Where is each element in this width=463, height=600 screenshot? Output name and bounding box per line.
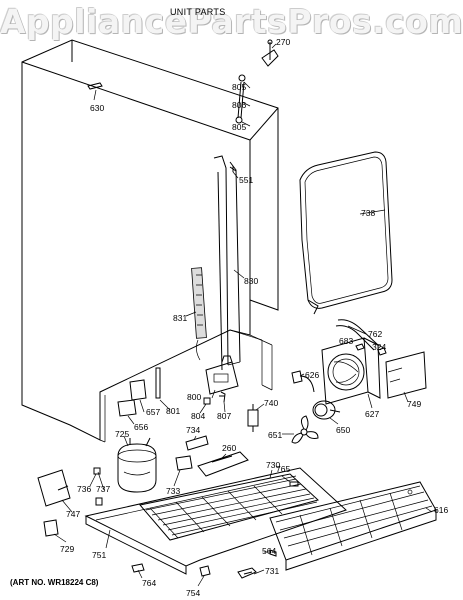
part-label-656: 656 xyxy=(134,422,148,432)
part-730-condenser xyxy=(139,473,320,541)
part-806-rod xyxy=(235,74,246,124)
part-657-relay xyxy=(129,379,147,401)
part-label-736: 736 xyxy=(77,484,91,494)
part-736-bracket xyxy=(37,469,71,507)
part-labels: 270 630 805 806 805 551 738 830 831 762 … xyxy=(60,37,448,598)
part-765-clip xyxy=(289,481,299,487)
part-807-screw xyxy=(219,391,226,403)
part-651-fan-blade xyxy=(291,415,319,444)
part-label-765: 765 xyxy=(276,464,290,474)
part-label-762: 762 xyxy=(368,329,382,339)
part-label-740: 740 xyxy=(264,398,278,408)
part-label-626: 626 xyxy=(305,370,319,380)
part-749-panel xyxy=(385,351,427,399)
part-label-324: 324 xyxy=(372,342,386,352)
part-729-capacitor xyxy=(43,519,59,537)
part-label-729: 729 xyxy=(60,544,74,554)
part-738-gasket xyxy=(299,151,393,315)
diagram-title: UNIT PARTS xyxy=(170,7,226,17)
part-label-830: 830 xyxy=(244,276,258,286)
part-731-clip xyxy=(237,567,257,579)
part-label-737: 737 xyxy=(96,484,110,494)
art-number: (ART NO. WR18224 C8) xyxy=(10,578,99,587)
part-label-805-lower: 805 xyxy=(232,122,246,132)
part-551-screw xyxy=(229,166,237,172)
part-label-731: 731 xyxy=(265,566,279,576)
part-label-730: 730 xyxy=(266,460,280,470)
part-label-657: 657 xyxy=(146,407,160,417)
leader-lines xyxy=(53,43,433,587)
part-label-627: 627 xyxy=(365,409,379,419)
part-label-650: 650 xyxy=(336,425,350,435)
part-label-270: 270 xyxy=(276,37,290,47)
part-label-260: 260 xyxy=(222,443,236,453)
part-label-738: 738 xyxy=(361,208,375,218)
part-label-564: 564 xyxy=(262,546,276,556)
part-626-plug xyxy=(291,370,315,393)
part-804-clip xyxy=(203,397,211,405)
part-630-shape xyxy=(87,82,103,90)
part-label-725: 725 xyxy=(115,429,129,439)
part-683-clip xyxy=(355,343,365,351)
part-label-616: 616 xyxy=(434,505,448,515)
part-label-806: 806 xyxy=(232,100,246,110)
part-656-relay xyxy=(117,399,137,417)
part-label-683: 683 xyxy=(339,336,353,346)
part-725-compressor xyxy=(117,437,157,493)
part-734-bracket xyxy=(185,435,209,451)
part-label-734: 734 xyxy=(186,425,200,435)
part-564-screw xyxy=(269,549,277,557)
part-831-strip xyxy=(191,267,207,361)
part-733-part xyxy=(175,455,193,471)
part-754-foot xyxy=(199,565,211,577)
cabinet-body xyxy=(21,39,279,443)
part-830-tube xyxy=(213,155,241,371)
part-label-551: 551 xyxy=(239,175,253,185)
part-800-timer xyxy=(205,355,239,395)
part-324-clip xyxy=(377,347,387,356)
part-label-807: 807 xyxy=(217,411,231,421)
part-label-800: 800 xyxy=(187,392,201,402)
part-801-rod xyxy=(155,367,161,399)
part-label-831: 831 xyxy=(173,313,187,323)
part-737-grommet xyxy=(93,467,101,475)
part-label-747: 747 xyxy=(66,509,80,519)
part-label-801: 801 xyxy=(166,406,180,416)
part-762-tube xyxy=(335,319,379,351)
part-label-764: 764 xyxy=(142,578,156,588)
part-label-751: 751 xyxy=(92,550,106,560)
part-270-shape xyxy=(261,39,279,67)
part-label-805: 805 xyxy=(232,82,246,92)
part-650-motor xyxy=(312,400,341,420)
part-627-fan-shroud xyxy=(321,337,381,405)
part-label-804: 804 xyxy=(191,411,205,421)
part-label-630: 630 xyxy=(90,103,104,113)
part-label-733: 733 xyxy=(166,486,180,496)
part-740-component xyxy=(247,404,259,432)
part-label-754: 754 xyxy=(186,588,200,598)
part-616-grille xyxy=(269,481,437,571)
part-747-grommet xyxy=(95,497,103,506)
part-751-base-plate xyxy=(84,467,347,575)
part-764-foot xyxy=(131,563,145,573)
watermark: AppliancePartsPros.com xyxy=(0,2,463,41)
part-label-749: 749 xyxy=(407,399,421,409)
part-label-651: 651 xyxy=(268,430,282,440)
part-260-harness xyxy=(197,451,249,477)
